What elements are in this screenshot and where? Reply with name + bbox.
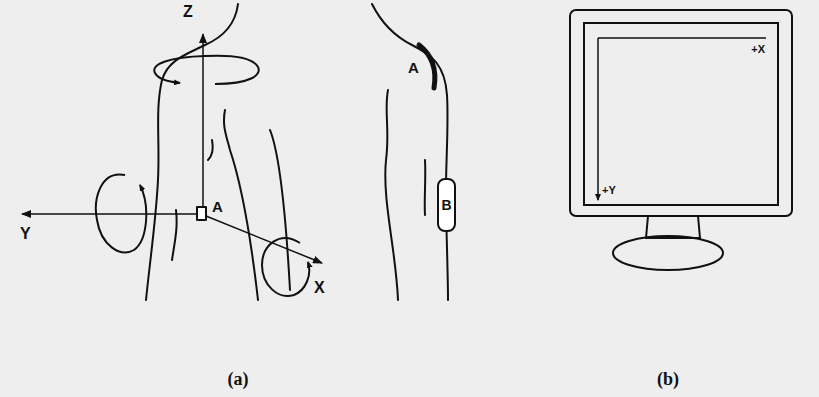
axes <box>22 34 322 263</box>
screen: +X +Y <box>583 22 779 206</box>
panel-label: (a) <box>228 370 249 388</box>
sensor-mark <box>419 45 435 88</box>
axis-label: X <box>314 280 325 296</box>
rotation-arrows <box>96 56 309 296</box>
axis-label: A <box>212 199 223 214</box>
sensor-label: A <box>408 60 419 75</box>
monitor <box>570 10 792 270</box>
axis-label: +Y <box>602 185 616 196</box>
axis-label: Z <box>183 4 193 20</box>
axis-label: +X <box>751 44 765 55</box>
sensor-box: A <box>196 206 207 221</box>
axis-label: B <box>441 198 451 212</box>
panel-label: (b) <box>657 370 679 388</box>
axis-label: Y <box>20 226 31 242</box>
sensor-box: B <box>437 178 456 232</box>
body-outline <box>146 4 448 300</box>
